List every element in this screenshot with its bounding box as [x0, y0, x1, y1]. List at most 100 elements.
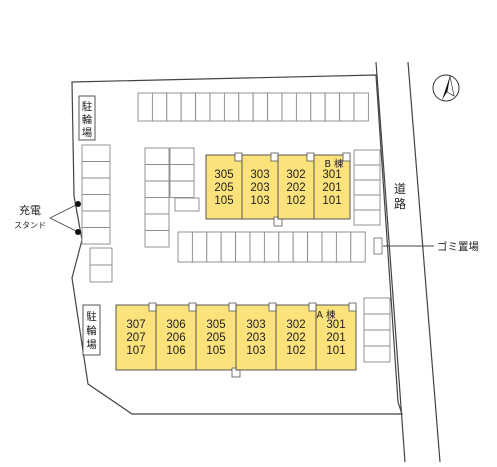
- building-a-unit-number: 101: [326, 345, 345, 357]
- parking-row-center: [177, 231, 366, 263]
- parking-space: [353, 179, 381, 196]
- building-b-unit-number: 301: [322, 169, 341, 181]
- parking-space: [81, 161, 111, 179]
- parking-space: [263, 231, 280, 263]
- bike-parking-top-char: 輪: [82, 113, 93, 126]
- parking-space: [353, 92, 369, 122]
- parking-space: [363, 297, 391, 315]
- parking-block-left-small: [89, 247, 113, 283]
- building-b-unit-number: 305: [214, 169, 233, 181]
- bike-parking-bottom-label: 駐輪場: [86, 310, 97, 351]
- parking-space: [252, 92, 269, 122]
- parking-space: [339, 92, 355, 122]
- building-a: 3072071073062061063052051053032031033022…: [115, 302, 357, 378]
- parking-space: [281, 92, 297, 122]
- charging-point-icon: [75, 229, 81, 235]
- charging-point-icon: [75, 201, 81, 207]
- bike-parking-bottom-char: 駐: [86, 310, 97, 323]
- parking-space: [324, 92, 341, 122]
- parking-space: [353, 194, 381, 211]
- building-b-unit-number: 102: [286, 195, 305, 207]
- building-a-unit-block: [315, 304, 357, 371]
- parking-space: [144, 180, 170, 198]
- building-a-unit-number: 303: [246, 319, 265, 331]
- parking-space: [335, 231, 352, 263]
- parking-space: [89, 247, 113, 266]
- building-b-unit-number: 202: [286, 182, 305, 194]
- building-b-unit-number: 103: [250, 195, 269, 207]
- parking-space: [144, 197, 170, 215]
- road-char: 路: [394, 196, 406, 211]
- building-a-unit-number: 306: [166, 319, 185, 331]
- building-b-unit-number: 303: [250, 169, 269, 181]
- building-b-label: B 棟: [324, 158, 344, 170]
- bike-parking-bottom-char: 輪: [86, 324, 97, 337]
- building-a-entrance: [148, 302, 157, 312]
- building-a-unit-number: 207: [126, 332, 145, 344]
- bike-parking-top-char: 駐: [82, 100, 93, 113]
- parking-space: [307, 231, 323, 263]
- building-a-unit-block: [195, 304, 237, 371]
- parking-space: [144, 164, 170, 182]
- road-char: 道: [394, 182, 406, 196]
- building-b-unit-block: [313, 154, 351, 220]
- parking-column-left: [81, 144, 111, 245]
- building-a-entrance: [228, 302, 237, 312]
- building-b-unit-block: [277, 154, 315, 220]
- bike-parking-top-char: 場: [82, 126, 93, 139]
- road-edge-left: [375, 61, 406, 463]
- building-a-unit-number: 302: [286, 319, 305, 331]
- building-a-unit-number: 105: [206, 345, 225, 357]
- parking-space: [137, 92, 153, 122]
- building-a-label: A 棟: [316, 309, 336, 321]
- building-b-unit-block: [241, 154, 279, 220]
- parking-space: [209, 92, 225, 122]
- parking-space: [81, 144, 111, 162]
- parking-block-center-left: [144, 147, 200, 248]
- parking-space: [81, 177, 111, 195]
- parking-space: [267, 92, 283, 122]
- parking-space: [353, 164, 381, 181]
- parking-space: [81, 194, 111, 212]
- building-a-unit-number: 107: [126, 345, 145, 357]
- building-a-unit-block: [275, 304, 317, 371]
- parking-space: [191, 231, 208, 263]
- garbage-label: ゴミ置場: [437, 240, 479, 253]
- building-b-unit-number: 101: [322, 195, 341, 207]
- parking-space: [353, 209, 381, 226]
- building-a-unit-number: 106: [166, 345, 185, 357]
- parking-space: [363, 329, 391, 347]
- charging-label-line2: スタンド: [14, 221, 46, 230]
- building-a-unit-number: 103: [246, 345, 265, 357]
- parking-space: [144, 213, 170, 231]
- building-a-unit-number: 206: [166, 332, 185, 344]
- building-a-unit-number: 307: [126, 319, 145, 331]
- parking-space: [249, 231, 265, 263]
- parking-space: [166, 92, 182, 122]
- parking-space: [144, 230, 170, 248]
- bike-parking-top-label: 駐輪場: [82, 100, 93, 139]
- parking-space: [220, 231, 237, 263]
- building-a-unit-block: [235, 304, 277, 371]
- parking-space: [238, 92, 254, 122]
- charging-leader-lines: [49, 203, 79, 233]
- parking-space: [151, 92, 168, 122]
- building-a-unit-number: 305: [206, 319, 225, 331]
- parking-space: [235, 231, 251, 263]
- building-a-unit-number: 205: [206, 332, 225, 344]
- building-a-entrance: [348, 302, 357, 312]
- parking-space: [144, 147, 170, 165]
- parking-space: [169, 147, 195, 165]
- parking-space: [81, 227, 111, 245]
- building-a-entrance: [268, 302, 277, 312]
- parking-space: [292, 231, 309, 263]
- building-a-unit-number: 202: [286, 332, 305, 344]
